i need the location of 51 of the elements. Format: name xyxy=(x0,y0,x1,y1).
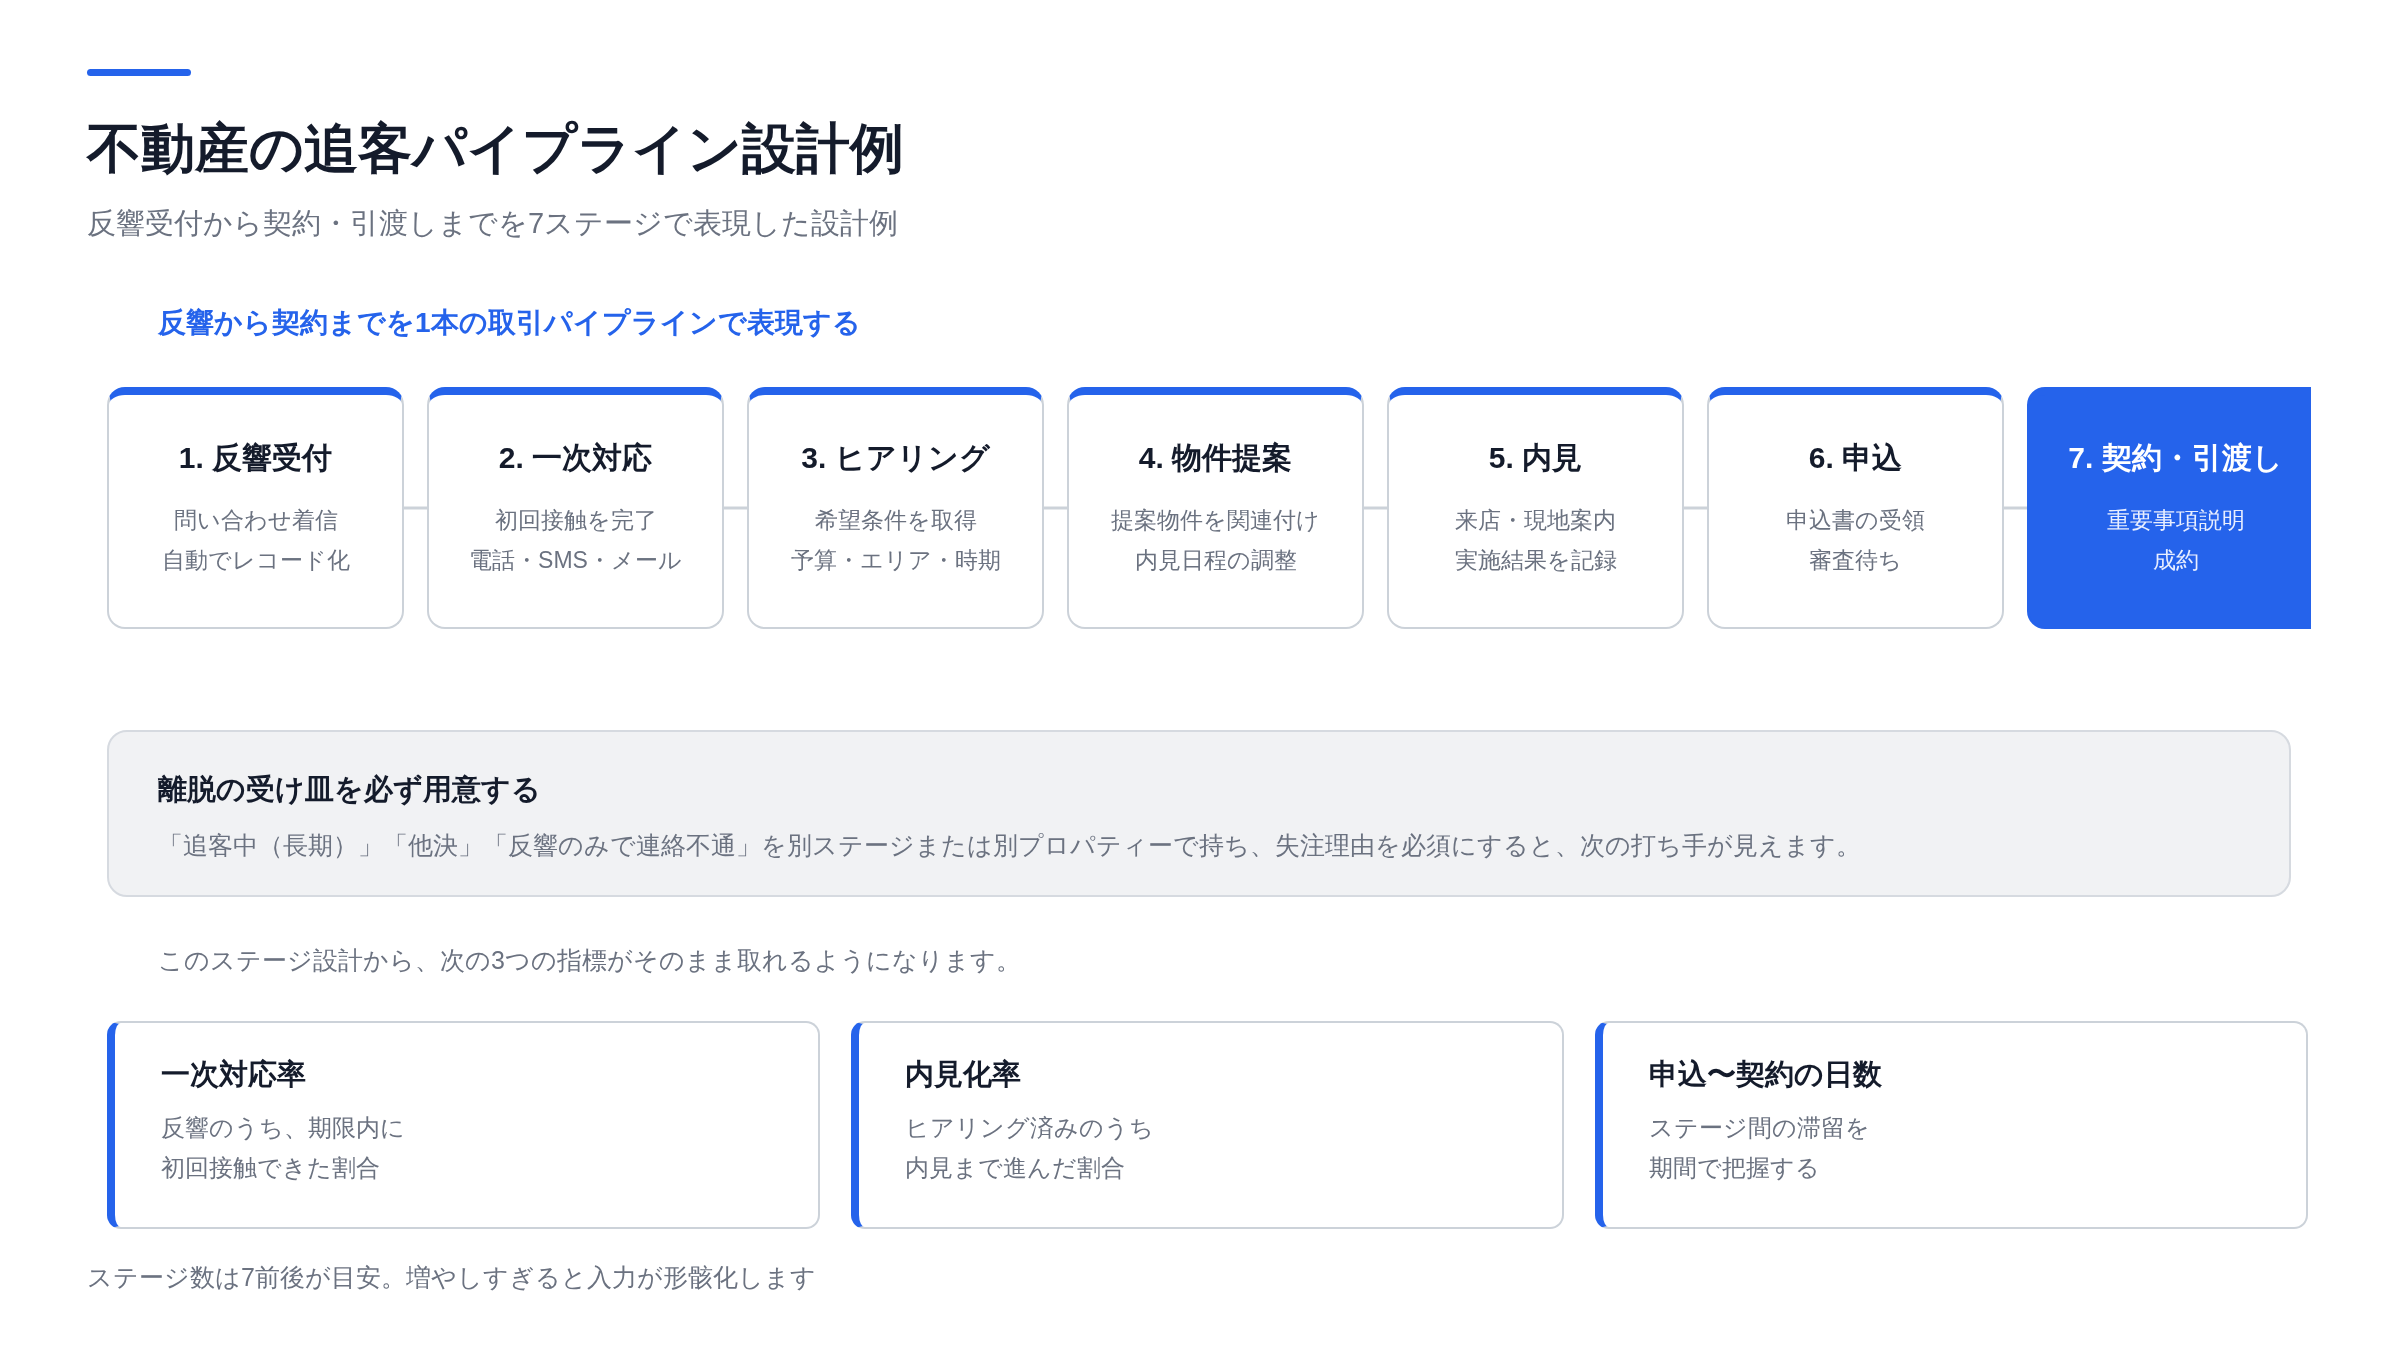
metric-title: 一次対応率 xyxy=(161,1057,306,1092)
stage-description: 希望条件を取得 xyxy=(814,506,977,535)
stage-description: 実施結果を記録 xyxy=(1454,546,1617,575)
metric-description: ヒアリング済みのうち内見まで進んだ割合 xyxy=(905,1113,1155,1183)
stage-title: 6. 申込 xyxy=(1808,440,1903,476)
stage-title: 3. ヒアリング xyxy=(801,440,990,476)
connector-line xyxy=(724,506,747,510)
footnote: ステージ数は7前後が目安。増やしすぎると入力が形骸化します xyxy=(87,1262,816,1293)
connector-line xyxy=(2004,506,2027,510)
stage-description: 問い合わせ着信 xyxy=(173,506,338,535)
stage-title: 2. 一次対応 xyxy=(498,440,653,476)
stage-card xyxy=(1387,387,1684,629)
stage-description: 審査待ち xyxy=(1809,546,1902,575)
metric-title: 申込〜契約の日数 xyxy=(1649,1057,1882,1092)
stage-description: 成約 xyxy=(2152,546,2199,575)
metric-title: 内見化率 xyxy=(905,1057,1021,1092)
stage-description: 重要事項説明 xyxy=(2106,506,2245,535)
connector-line xyxy=(1684,506,1707,510)
connector-line xyxy=(1364,506,1387,510)
metric-card xyxy=(1595,1021,2308,1229)
stage-description: 電話・SMS・メール xyxy=(469,546,682,575)
stage-card xyxy=(107,387,404,629)
stage-title: 4. 物件提案 xyxy=(1138,440,1293,476)
metric-description: 反響のうち、期限内に初回接触できた割合 xyxy=(161,1113,406,1183)
stage-card xyxy=(427,387,724,629)
stage-description: 内見日程の調整 xyxy=(1134,546,1297,575)
stage-title: 7. 契約・引渡し xyxy=(2068,440,2283,476)
stage-description: 提案物件を関連付け xyxy=(1111,506,1320,535)
section-heading: 反響から契約までを1本の取引パイプラインで表現する xyxy=(158,306,861,340)
stage-description: 来店・現地案内 xyxy=(1455,506,1616,535)
intro-text: このステージ設計から、次の3つの指標がそのまま取れるようになります。 xyxy=(158,945,1021,976)
callout-box xyxy=(107,730,2291,897)
metric-card xyxy=(107,1021,820,1229)
stage-card xyxy=(1067,387,1364,629)
stage-description: 初回接触を完了 xyxy=(494,506,657,535)
subtitle: 反響受付から契約・引渡しまでを7ステージで表現した設計例 xyxy=(87,206,899,241)
stage-description: 申込書の受領 xyxy=(1786,506,1925,535)
title: 不動産の追客パイプライン設計例 xyxy=(87,117,904,180)
connector-line xyxy=(1044,506,1067,510)
stage-card xyxy=(2027,387,2311,629)
connector-line xyxy=(404,506,427,510)
callout-heading: 離脱の受け皿を必ず用意する xyxy=(158,772,541,808)
stage-description: 予算・エリア・時期 xyxy=(790,546,1001,575)
stage-title: 1. 反響受付 xyxy=(178,440,333,476)
callout-text: 「追客中（長期）」「他決」「反響のみで連絡不通」を別ステージまたは別プロパティーで持ち、失注理由を必須にすると、次の打ち手が見えます。 xyxy=(158,830,1861,861)
stage-description: 自動でレコード化 xyxy=(161,546,350,575)
stage-title: 5. 内見 xyxy=(1488,440,1583,476)
metric-card xyxy=(851,1021,1564,1229)
stage-card xyxy=(1707,387,2004,629)
stage-card xyxy=(747,387,1044,629)
metric-description: ステージ間の滞留を期間で把握する xyxy=(1649,1113,1871,1183)
